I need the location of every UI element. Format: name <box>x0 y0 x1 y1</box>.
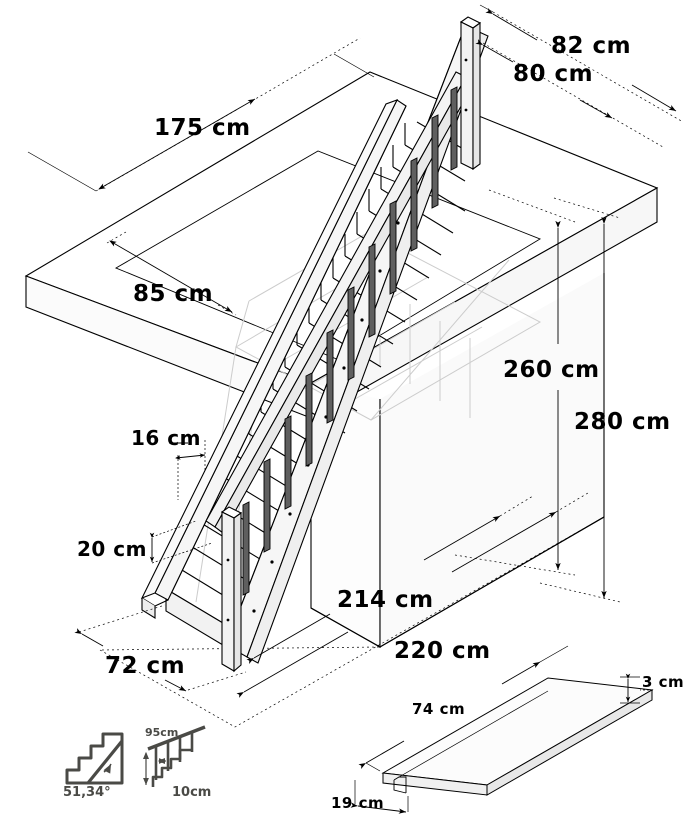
railing-spacing-icon <box>143 725 206 787</box>
railing-spacing-icon-label: 10cm <box>172 785 212 800</box>
dimension-74 <box>358 645 569 772</box>
dimension-label-riser-height: 20 cm <box>77 537 147 561</box>
newel-post-bottom <box>220 506 243 673</box>
dimension-16 <box>169 440 206 500</box>
dimension-label-stair-width: 72 cm <box>105 653 186 679</box>
dimension-label-handrail-top-offset: 82 cm <box>551 33 632 59</box>
railing-height-icon-label: 95cm <box>145 726 179 739</box>
dimension-label-post-top-offset: 80 cm <box>513 61 594 87</box>
dimension-label-headroom-height: 260 cm <box>503 357 600 383</box>
dimension-label-tread-depth: 16 cm <box>131 426 201 450</box>
step-detail <box>381 677 654 796</box>
baluster-group <box>242 86 458 596</box>
newel-post-top <box>459 16 482 171</box>
dimension-175 <box>27 37 375 192</box>
dimension-220 <box>236 492 589 698</box>
dimension-label-step-depth: 19 cm <box>331 794 385 812</box>
dimension-280 <box>539 197 621 603</box>
stair-left-stringer <box>140 99 407 619</box>
dimension-80 <box>475 39 664 148</box>
dimension-label-total-height: 280 cm <box>574 409 671 435</box>
stair-angle-icon <box>65 732 124 785</box>
dimension-label-opening-width: 85 cm <box>133 281 214 307</box>
dimension-label-step-length: 74 cm <box>412 700 466 718</box>
dimension-20 <box>149 520 213 564</box>
dimension-85 <box>106 231 237 316</box>
dimension-label-step-thickness: 3 cm <box>642 673 684 691</box>
dimension-260 <box>454 189 576 576</box>
dimension-82 <box>479 4 684 123</box>
dimension-214 <box>246 495 534 664</box>
dimension-label-run-inner: 214 cm <box>337 587 434 613</box>
dimension-19 <box>350 780 409 814</box>
dimension-label-run-outer: 220 cm <box>394 638 491 664</box>
dimension-3 <box>620 673 653 704</box>
dimension-label-opening-length: 175 cm <box>154 115 251 141</box>
stair-angle-icon-label: 51,34° <box>63 785 111 800</box>
dimension-72 <box>74 604 247 692</box>
